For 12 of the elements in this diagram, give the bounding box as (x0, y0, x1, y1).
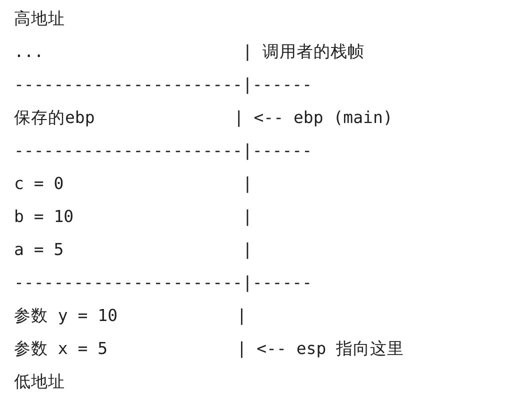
stack-line-text: 保存的ebp | <-- ebp (main) (14, 107, 393, 129)
heading-text: 低地址 (14, 371, 65, 393)
heading-text: 高地址 (14, 8, 65, 30)
divider-line: -----------------------|------ (14, 140, 312, 162)
divider-line: -----------------------|------ (14, 272, 312, 294)
stack-line-text: 参数 y = 10 | (14, 305, 247, 327)
stack-line-text: ... | 调用者的栈帧 (14, 41, 364, 63)
divider-line: -----------------------|------ (14, 74, 312, 96)
stack-line-text: b = 10 | (14, 206, 252, 228)
stack-line-text: c = 0 | (14, 173, 252, 195)
stack-line-text: a = 5 | (14, 239, 252, 261)
stack-line-text: 参数 x = 5 | <-- esp 指向这里 (14, 338, 404, 360)
